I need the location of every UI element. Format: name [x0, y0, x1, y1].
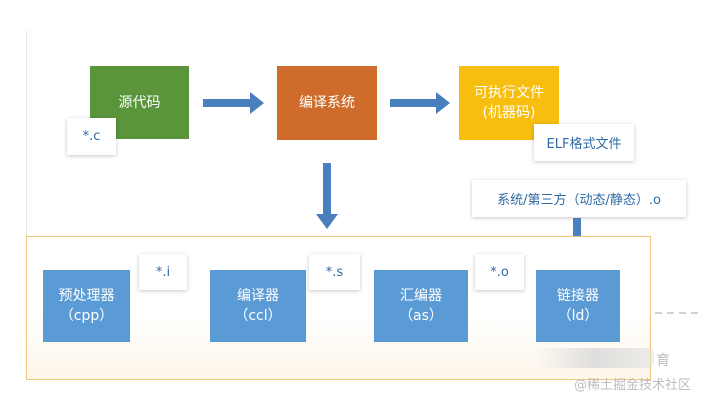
compile-system-box: 编译系统 [277, 66, 377, 140]
watermark-partial-text: 育 [656, 353, 670, 369]
linker-label-line1: 链接器 [557, 288, 599, 304]
assembly-ext-text: *.s [325, 264, 344, 280]
executable-label-line1: 可执行文件 [474, 85, 544, 101]
assembler-label-line2: （as） [399, 308, 443, 324]
preprocessed-ext-note: *.i [139, 254, 187, 290]
libraries-note: 系统/第三方（动态/静态）.o [472, 180, 686, 217]
source-ext-text: *.c [82, 129, 101, 144]
assembly-ext-note: *.s [309, 254, 360, 290]
elf-format-note: ELF格式文件 [534, 124, 634, 161]
watermark-credit: @稀土掘金技术社区 [574, 378, 692, 393]
compiler-box: 编译器 （ccl） [210, 270, 306, 342]
object-ext-text: *.o [490, 264, 509, 280]
elf-format-text: ELF格式文件 [546, 137, 622, 152]
linker-box: 链接器 （ld） [536, 270, 620, 342]
preprocessor-label-line1: 预处理器 [58, 288, 115, 304]
arrow-source-to-compile [203, 92, 264, 114]
preprocessor-label-line2: （cpp） [59, 308, 114, 324]
source-code-label: 源代码 [118, 94, 161, 111]
watermark-smudge [536, 348, 654, 368]
libraries-text: 系统/第三方（动态/静态）.o [497, 193, 661, 208]
left-guideline [26, 30, 27, 240]
assembler-label-line1: 汇编器 [400, 288, 442, 304]
compile-system-label: 编译系统 [299, 95, 355, 111]
compiler-label-line2: （ccl） [234, 308, 282, 324]
arrow-compile-to-executable [390, 92, 450, 114]
source-ext-note: *.c [67, 118, 116, 155]
object-ext-note: *.o [475, 254, 524, 290]
preprocessed-ext-text: *.i [155, 264, 171, 280]
executable-label-line2: (机器码) [482, 105, 536, 121]
preprocessor-box: 预处理器 （cpp） [43, 270, 130, 342]
linker-label-line2: （ld） [557, 308, 599, 324]
arrow-compile-down [316, 163, 338, 229]
assembler-box: 汇编器 （as） [374, 270, 468, 342]
compiler-label-line1: 编译器 [237, 288, 279, 304]
